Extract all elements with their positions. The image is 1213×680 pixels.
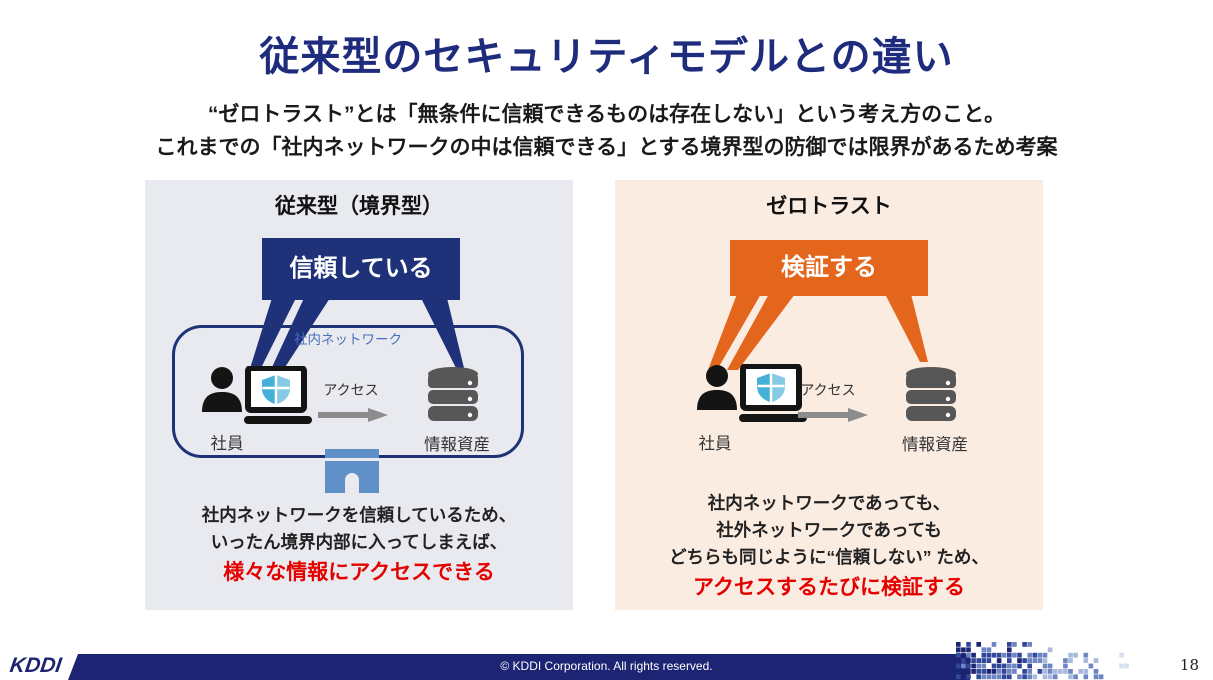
internal-network-label: 社内ネットワーク: [294, 332, 402, 347]
access-arrow-icon: [318, 408, 388, 422]
panel-zerotrust: ゼロトラスト 検証する アクセス: [615, 180, 1043, 610]
copyright: © KDDI Corporation. All rights reserved.: [500, 659, 713, 673]
footer-bar: [68, 654, 970, 680]
panel-traditional-description: 社内ネットワークを信頼しているため、 いったん境界内部に入ってしまえば、 様々な…: [145, 502, 573, 586]
subtitle-line2: これまでの「社内ネットワークの中は信頼できる」とする境界型の防御では限界があるた…: [155, 136, 1058, 159]
database-icon: [428, 367, 478, 421]
subtitle: “ゼロトラスト”とは「無条件に信頼できるものは存在しない」という考え方のこと。 …: [0, 98, 1213, 164]
trust-callout: 信頼している: [262, 238, 460, 300]
highlight-text: 様々な情報にアクセスできる: [223, 561, 495, 584]
asset-label: 情報資産: [902, 436, 968, 454]
panel-zerotrust-description: 社内ネットワークであっても、 社外ネットワークであっても どちらも同じように“信…: [615, 490, 1043, 601]
panel-traditional-header: 従来型（境界型）: [275, 195, 443, 218]
callout-pointer: [727, 294, 795, 370]
employee-label: 社員: [210, 435, 244, 453]
subtitle-line1: “ゼロトラスト”とは「無条件に信頼できるものは存在しない」という考え方のこと。: [207, 103, 1006, 126]
callout-pointer-group: [247, 298, 464, 378]
access-label: アクセス: [800, 382, 856, 398]
asset-label: 情報資産: [424, 436, 490, 454]
page-number: 18: [1179, 656, 1199, 674]
database-icon: [906, 367, 956, 421]
page-title: 従来型のセキュリティモデルとの違い: [259, 35, 954, 79]
callout-pointer-group: [708, 294, 928, 370]
callout-pointer: [708, 294, 761, 370]
callout-pointer: [267, 298, 330, 378]
callout-pointer: [885, 294, 928, 362]
callout-pointer: [421, 298, 464, 368]
panel-traditional: 従来型（境界型） 社内ネットワーク 信頼している アクセス: [145, 180, 573, 610]
callout-pointer: [247, 298, 296, 378]
access-label: アクセス: [323, 382, 379, 398]
access-arrow-icon: [798, 408, 868, 422]
employee-laptop-shield-icon: [697, 364, 807, 422]
employee-label: 社員: [698, 435, 732, 453]
verify-callout: 検証する: [730, 240, 928, 296]
panel-zerotrust-header: ゼロトラスト: [766, 195, 892, 218]
employee-laptop-shield-icon: [202, 366, 312, 424]
pixel-mosaic: [956, 642, 1129, 680]
gate-icon: [325, 449, 379, 493]
highlight-text: アクセスするたびに検証する: [693, 576, 965, 599]
